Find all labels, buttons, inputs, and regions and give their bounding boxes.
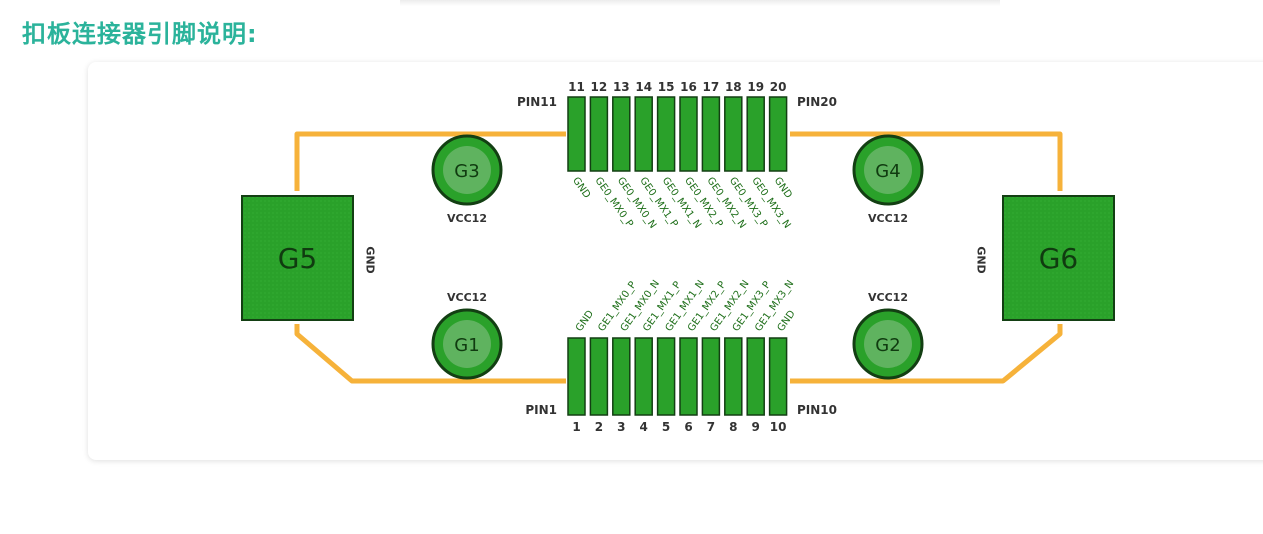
bottom-pin-8 <box>724 337 743 416</box>
top-pin-18 <box>724 96 743 172</box>
pad-g6-net: GND <box>975 246 988 273</box>
bottom-pin-number-3: 3 <box>617 420 625 434</box>
bottom-pin-number-4: 4 <box>640 420 648 434</box>
top-pin-19 <box>746 96 765 172</box>
bottom-pin-9 <box>746 337 765 416</box>
top-pin-number-12: 12 <box>591 80 608 94</box>
top-pin-number-14: 14 <box>635 80 652 94</box>
pin11-label: PIN11 <box>517 95 557 109</box>
top-pin-number-20: 20 <box>770 80 787 94</box>
mount-g4: G4 <box>852 134 924 206</box>
top-pin-number-13: 13 <box>613 80 630 94</box>
bottom-pin-number-1: 1 <box>572 420 580 434</box>
pad-g5-net: GND <box>364 246 377 273</box>
top-pin-number-17: 17 <box>703 80 720 94</box>
mount-g3-label: G3 <box>454 161 479 182</box>
mount-g1: G1 <box>431 308 503 380</box>
bottom-pin-number-5: 5 <box>662 420 670 434</box>
top-pin-row: 11GND12GE0_MX0_P13GE0_MX0_N14GE0_MX1_P15… <box>567 80 794 231</box>
top-signal-20: GND <box>772 175 794 200</box>
trace-top-right <box>790 131 1063 191</box>
top-pin-11 <box>567 96 586 172</box>
bottom-pin-number-6: 6 <box>684 420 692 434</box>
mount-g3-power: VCC12 <box>447 212 487 225</box>
bottom-pin-3 <box>612 337 631 416</box>
bottom-pin-row: 1GND2GE1_MX0_P3GE1_MX0_N4GE1_MX1_P5GE1_M… <box>567 278 798 434</box>
bottom-pin-number-9: 9 <box>752 420 760 434</box>
bottom-signal-10: GND <box>776 308 798 333</box>
top-pin-14 <box>634 96 653 172</box>
top-pin-20 <box>768 96 788 172</box>
mount-g3: G3 <box>431 134 503 206</box>
trace-bottom-left <box>294 324 566 384</box>
top-pin-number-16: 16 <box>680 80 697 94</box>
pad-g5-label: G5 <box>278 242 318 275</box>
bottom-pin-2 <box>589 337 609 416</box>
top-pin-number-19: 19 <box>747 80 764 94</box>
mount-g1-label: G1 <box>454 335 479 356</box>
bottom-pin-10 <box>768 337 788 416</box>
bottom-pin-number-7: 7 <box>707 420 715 434</box>
bottom-pin-number-8: 8 <box>729 420 737 434</box>
top-signal-11: GND <box>570 175 592 200</box>
bottom-pin-6 <box>679 337 698 416</box>
trace-bottom-right <box>790 324 1063 384</box>
trace-top-left <box>294 131 566 191</box>
page-title: 扣板连接器引脚说明: <box>22 20 258 48</box>
mount-g1-power: VCC12 <box>447 291 487 304</box>
pin20-label: PIN20 <box>797 95 837 109</box>
bottom-pin-4 <box>634 337 653 416</box>
mount-g4-label: G4 <box>875 161 900 182</box>
bottom-signal-1: GND <box>574 308 596 333</box>
top-pin-12 <box>589 96 609 172</box>
pad-g6-label: G6 <box>1039 242 1079 275</box>
pad-g5: G5 <box>241 195 354 321</box>
bottom-pin-5 <box>656 337 676 416</box>
bottom-pin-1 <box>567 337 586 416</box>
top-pin-number-18: 18 <box>725 80 742 94</box>
mount-g2: G2 <box>852 308 924 380</box>
bottom-pin-number-2: 2 <box>595 420 603 434</box>
top-pin-17 <box>701 96 721 172</box>
top-pin-16 <box>679 96 698 172</box>
traces <box>294 131 1063 384</box>
mount-g2-label: G2 <box>875 335 900 356</box>
pin1-label: PIN1 <box>525 403 557 417</box>
mount-g4-power: VCC12 <box>868 212 908 225</box>
bottom-pin-7 <box>701 337 721 416</box>
mount-g2-power: VCC12 <box>868 291 908 304</box>
pad-g6: G6 <box>1002 195 1115 321</box>
top-pin-13 <box>612 96 631 172</box>
top-pin-15 <box>656 96 676 172</box>
bottom-pin-number-10: 10 <box>770 420 787 434</box>
top-pin-number-15: 15 <box>658 80 675 94</box>
top-pin-number-11: 11 <box>568 80 585 94</box>
top-shadow <box>400 0 1000 6</box>
pin10-label: PIN10 <box>797 403 837 417</box>
